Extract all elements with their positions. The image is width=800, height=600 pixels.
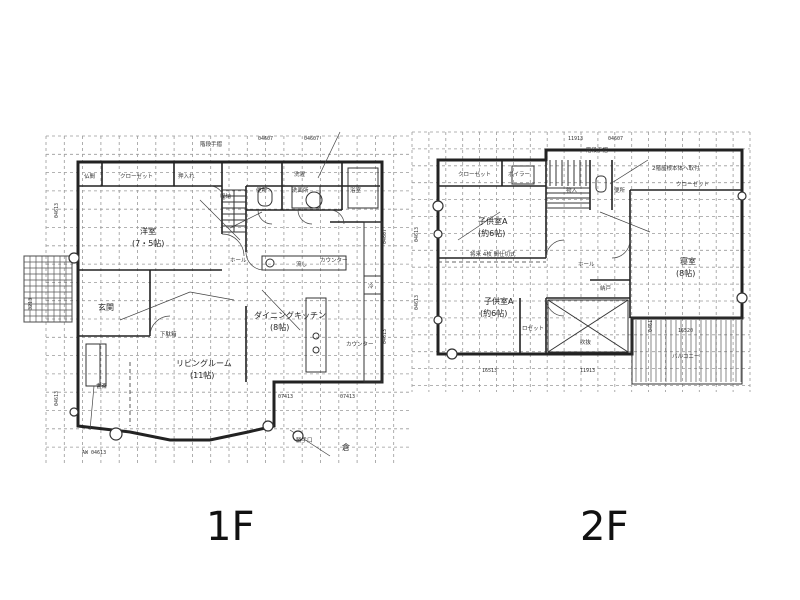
second-floor-interior-walls [438, 150, 742, 354]
first-floor-grid [45, 135, 412, 464]
shoe-box-label: 下駄箱 [160, 330, 177, 338]
code-1f-04613-low: 04613 [54, 391, 60, 406]
room-washroom: 洗面所 [292, 186, 309, 194]
second-floor-fixtures [511, 165, 607, 193]
room-study: 書斎 [96, 382, 108, 390]
room-western-size: (7・5帖) [132, 238, 164, 248]
exit-step-label: 勝手口 [296, 436, 313, 444]
entrance-details [85, 343, 131, 426]
terrace-hatch [23, 255, 73, 323]
code-2f-11913-top: 11913 [568, 136, 583, 142]
code-2f-11913-bottom: 11913 [580, 368, 595, 374]
first-floor-doors [89, 131, 345, 457]
code-2f-04613-bal: 04613 [648, 317, 654, 332]
code-1f-04607-right: 04607 [382, 229, 388, 244]
fridge-label: 冷 [368, 282, 374, 290]
room-oshiire: 押入れ [178, 172, 195, 180]
first-floor-plan: 洋室 (7・5帖) 玄関 リビングルーム (11帖) ダイニングキッチン (8帖… [23, 131, 412, 464]
room-2f-closet-small: ロゼット [522, 324, 544, 332]
room-closet: クローゼット [120, 172, 153, 180]
code-2f-16513: 16513 [482, 368, 497, 374]
room-dining-kitchen: ダイニングキッチン [254, 310, 326, 320]
room-child-a: 子供室A [478, 216, 508, 226]
second-floor-stairs [546, 160, 590, 209]
room-2f-hall: ホール [578, 261, 595, 268]
counter-top-label: カウンター [320, 256, 348, 264]
room-master-size: (8帖) [676, 268, 695, 278]
room-toilet: 便所 [256, 186, 268, 194]
code-2f-04607-top: 04607 [608, 136, 623, 142]
balcony [631, 317, 743, 385]
code-1f-04613-left: 04613 [54, 203, 60, 218]
room-2f-closet-left: クローゼット [458, 170, 491, 178]
stairs-rail-label-2f: 階段手摺 [586, 146, 609, 154]
second-floor-doors [457, 159, 651, 317]
room-child-b: 子供室A [484, 296, 514, 306]
room-2f-closet-right: クローゼット [676, 180, 709, 188]
partition-note: 将来 4枚 間仕切式 [470, 250, 516, 258]
code-1f-04613-right: 04613 [382, 329, 388, 344]
room-2f-linen: 納戸 [600, 284, 612, 292]
code-2f-04613-left2: 04613 [414, 295, 420, 310]
room-altar: 仏間 [84, 173, 96, 180]
second-floor-outlets [432, 191, 748, 360]
kitchen-counters [261, 221, 383, 383]
mark-label: 倉 [342, 442, 350, 452]
code-1f-3213: 3213 [28, 298, 34, 310]
room-living: リビングルーム [176, 358, 232, 368]
void-area [547, 299, 629, 353]
room-bath: 浴室 [350, 186, 362, 194]
room-2f-boiler: ボイラー [508, 170, 530, 178]
room-child-a-size: (約6帖) [478, 228, 505, 238]
code-1f-aw: AW 04613 [82, 450, 106, 456]
floor-label-1f: 1F [206, 504, 254, 550]
room-hall: ホール [230, 257, 247, 264]
code-2f-16520: 16520 [678, 328, 693, 334]
room-living-size: (11帖) [190, 370, 214, 380]
bathroom-fixtures [257, 167, 379, 209]
counter-bottom-label: カウンター [346, 340, 374, 348]
code-1f-07413-a: 07413 [278, 394, 293, 400]
room-master: 寝室 [680, 256, 696, 266]
room-washing: 洗濯 [294, 170, 306, 178]
code-2f-04613-left: 04613 [414, 227, 420, 242]
room-2f-balcony: バルコニー [672, 353, 699, 360]
room-entrance: 玄関 [98, 302, 114, 312]
roof-note: 2階屋根本体へ取付 [652, 164, 700, 172]
code-1f-07413-b: 07413 [340, 394, 355, 400]
first-floor-outlets [68, 252, 304, 442]
room-dining-kitchen-size: (8帖) [270, 322, 289, 332]
room-western: 洋室 [140, 226, 156, 236]
room-2f-toilet: 便所 [614, 186, 626, 194]
sink-label: 流し [296, 260, 307, 268]
room-2f-void: 吹抜 [580, 338, 592, 346]
room-child-b-size: (約6帖) [480, 308, 507, 318]
code-1f-04607-a: 04607 [258, 136, 273, 142]
stairs-rail-label-1f: 階段手摺 [200, 140, 223, 148]
room-2f-storage: 物入 [566, 186, 578, 194]
code-1f-04607-b: 04607 [304, 136, 319, 142]
floor-label-2f: 2F [580, 504, 628, 550]
room-storage: 収納 [220, 192, 232, 200]
second-floor-plan: 子供室A (約6帖) 子供室A (約6帖) 寝室 (8帖) 便所 物入 クローゼ… [411, 131, 751, 392]
